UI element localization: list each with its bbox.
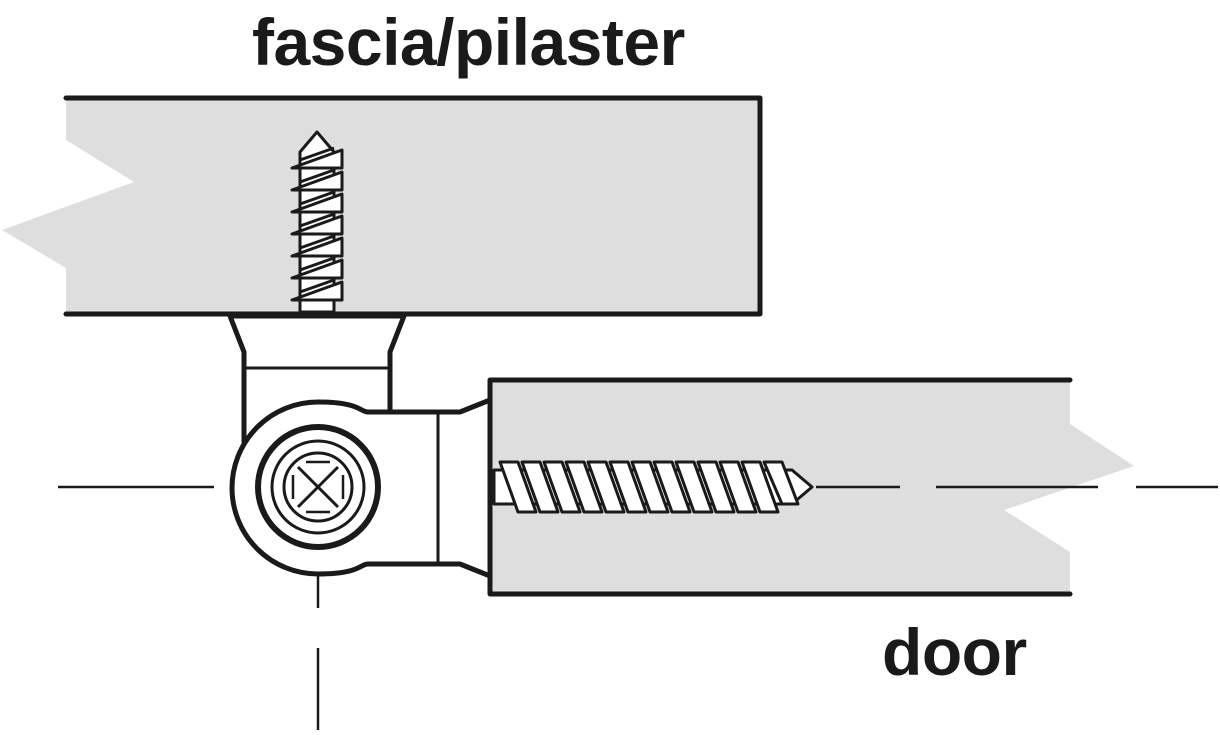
fascia-panel: [2, 95, 763, 317]
pin-head-icon: [282, 451, 354, 523]
hinge-knuckle: [229, 397, 493, 579]
door-screw: [492, 460, 814, 514]
fascia-pilaster-label: fascia/pilaster: [252, 5, 685, 79]
fascia-screw: [290, 130, 344, 314]
door-label: door: [882, 615, 1027, 689]
